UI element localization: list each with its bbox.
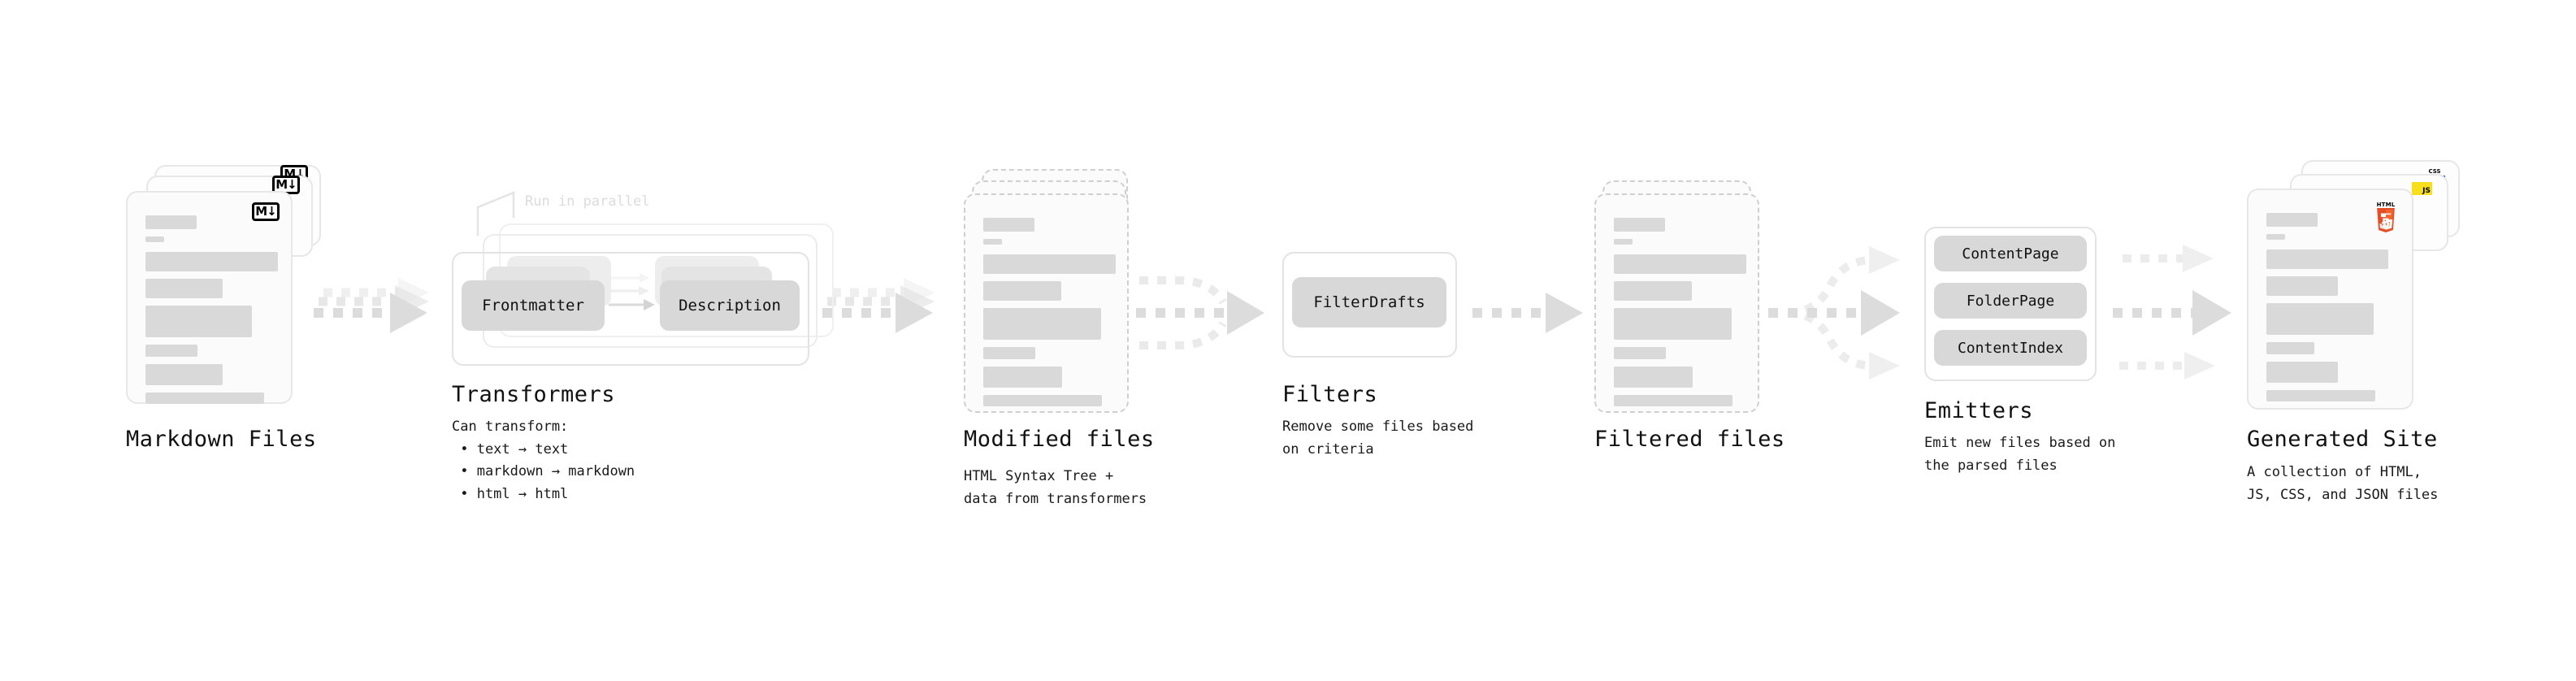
run-in-parallel-label: Run in parallel xyxy=(525,193,650,210)
skeleton-bar xyxy=(145,236,164,242)
chip-contentindex[interactable]: ContentIndex xyxy=(1934,330,2087,366)
skeleton-bar xyxy=(983,395,1102,406)
skeleton-bar xyxy=(983,218,1034,232)
modified-card-skeleton xyxy=(983,218,1116,414)
site-card-skeleton xyxy=(2266,213,2394,409)
skeleton-bar xyxy=(1614,239,1633,245)
arrow-filtered-to-emitters xyxy=(1768,246,1900,380)
skeleton-bar xyxy=(983,308,1101,340)
arrow-transformers-to-modified xyxy=(822,278,935,333)
stage-title-markdown-files: Markdown Files xyxy=(126,427,317,452)
stage-title-transformers: Transformers xyxy=(452,382,616,407)
filtered-card-front xyxy=(1594,193,1759,413)
stage-title-emitters: Emitters xyxy=(1924,398,2034,423)
skeleton-bar xyxy=(983,281,1061,301)
skeleton-bar xyxy=(983,367,1062,388)
skeleton-bar xyxy=(1614,218,1665,232)
skeleton-bar xyxy=(983,254,1116,274)
skeleton-bar xyxy=(1614,395,1733,406)
skeleton-bar xyxy=(2266,342,2314,354)
skeleton-bar xyxy=(145,306,252,337)
arrow-modified-to-filters xyxy=(1136,276,1264,349)
skeleton-bar xyxy=(1614,367,1693,388)
skeleton-bar xyxy=(2266,303,2374,335)
stage-title-generated-site: Generated Site xyxy=(2247,427,2438,452)
skeleton-bar xyxy=(2266,362,2338,383)
filtered-card-skeleton xyxy=(1614,218,1746,414)
markdown-card-skeleton xyxy=(145,215,278,411)
svg-text:5: 5 xyxy=(2382,215,2391,230)
skeleton-bar xyxy=(2266,390,2375,401)
markdown-badge-front: M↓ xyxy=(252,202,280,221)
chip-frontmatter[interactable]: Frontmatter xyxy=(462,280,605,331)
skeleton-bar xyxy=(145,345,197,357)
skeleton-bar xyxy=(1614,254,1746,274)
skeleton-bar xyxy=(145,215,197,229)
transformers-box-front xyxy=(452,252,809,366)
arrow-markdown-to-transformers xyxy=(314,278,429,333)
chip-filterdrafts[interactable]: FilterDrafts xyxy=(1292,277,1446,327)
stage-title-filters: Filters xyxy=(1282,382,1378,407)
markdown-card-front: M↓ xyxy=(126,191,293,404)
skeleton-bar xyxy=(2266,234,2285,240)
stage-subtitle-modified-files: HTML Syntax Tree + data from transformer… xyxy=(964,468,1147,507)
skeleton-bar xyxy=(145,252,278,271)
stage-title-modified-files: Modified files xyxy=(964,427,1155,452)
skeleton-bar xyxy=(1614,281,1692,301)
html5-icon: HTML 5 xyxy=(2374,202,2398,236)
filters-box xyxy=(1282,252,1457,358)
skeleton-bar xyxy=(1614,347,1666,359)
modified-card-front xyxy=(964,193,1129,413)
stage-subtitle-filters: Remove some files based on criteria xyxy=(1282,419,1474,458)
js-icon: JS xyxy=(2412,182,2432,195)
emitters-box xyxy=(1924,227,2097,381)
stage-subtitle-emitters: Emit new files based on the parsed files xyxy=(1924,435,2116,474)
skeleton-bar xyxy=(145,364,223,385)
skeleton-bar xyxy=(2266,213,2318,227)
skeleton-bar xyxy=(1614,308,1732,340)
chip-contentpage[interactable]: ContentPage xyxy=(1934,236,2087,271)
arrow-filters-to-filtered xyxy=(1472,293,1583,333)
stage-title-filtered-files: Filtered files xyxy=(1594,427,1785,452)
skeleton-bar xyxy=(983,239,1002,245)
site-card-html: HTML 5 xyxy=(2247,189,2413,410)
skeleton-bar xyxy=(2266,276,2338,296)
skeleton-bar xyxy=(983,347,1035,359)
arrow-emitters-to-site xyxy=(2113,245,2231,380)
stage-subtitle-transformers: Can transform: • text → text • markdown … xyxy=(452,419,635,502)
html5-icon-label: HTML xyxy=(2376,202,2396,208)
chip-folderpage[interactable]: FolderPage xyxy=(1934,283,2087,319)
skeleton-bar xyxy=(2266,249,2388,269)
skeleton-bar xyxy=(145,279,223,298)
stage-subtitle-generated-site: A collection of HTML, JS, CSS, and JSON … xyxy=(2247,464,2439,503)
chip-description[interactable]: Description xyxy=(660,280,800,331)
skeleton-bar xyxy=(145,393,264,404)
